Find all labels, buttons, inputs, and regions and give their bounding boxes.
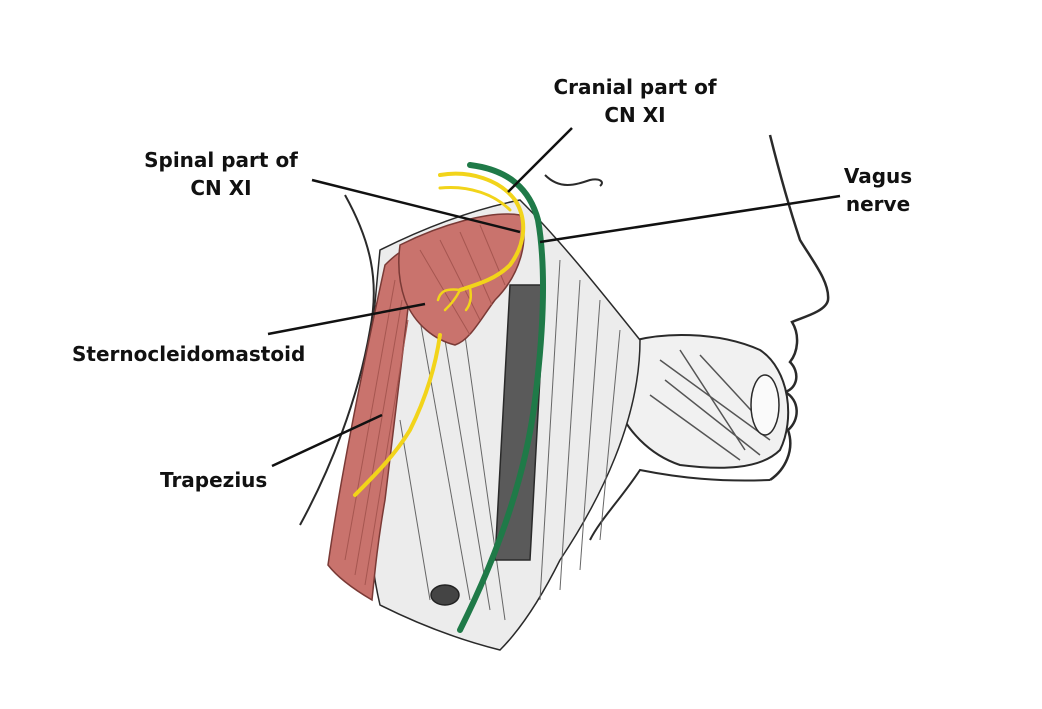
vagus-nerve [457, 162, 546, 633]
sternocleidomastoid-muscle [398, 213, 525, 346]
vagus-nerve-label: Vagus nerve [838, 162, 918, 218]
vessel-cross-section [430, 584, 460, 606]
face-profile-outline [768, 134, 830, 482]
spinal-part-label-line2: CN XI [190, 176, 252, 200]
spinal-part-label: Spinal part of CN XI [126, 146, 316, 202]
vagus-leader-line [539, 194, 841, 244]
sternocleidomastoid-label: Sternocleidomastoid [72, 342, 306, 366]
vagus-nerve-label-line2: nerve [845, 192, 911, 216]
mandible-region [613, 333, 790, 469]
neck-muscle-fibers [399, 259, 621, 621]
vagus-nerve-label-line1: Vagus [843, 164, 913, 188]
trapezius-label: Trapezius [160, 468, 268, 492]
cranial-part-label-line2: CN XI [604, 103, 666, 127]
back-of-neck-outline [299, 194, 375, 526]
spinal-part-label-line1: Spinal part of [144, 148, 298, 172]
spinal-accessory-nerve [353, 171, 526, 497]
jaw-outline [589, 468, 771, 541]
cranial-part-label-line1: Cranial part of [553, 75, 717, 99]
trapezius-leader-line [271, 413, 383, 468]
oral-muscles [649, 349, 771, 461]
tooth-cluster [750, 374, 780, 436]
sternocleidomastoid-leader-line [267, 302, 426, 336]
jugular-vessel [494, 284, 546, 561]
spinal-part-leader-line [311, 178, 521, 234]
skull-base-outline [544, 174, 603, 187]
cranial-part-leader-line [507, 127, 573, 193]
cranial-part-label: Cranial part of CN XI [535, 73, 735, 129]
